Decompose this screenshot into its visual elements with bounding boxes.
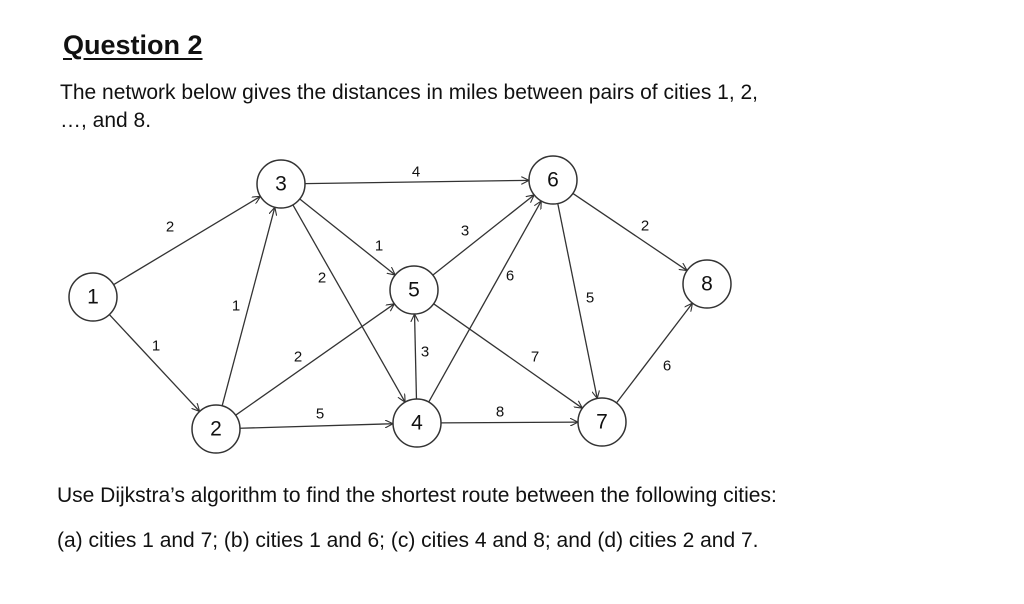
task-prompt: Use Dijkstra’s algorithm to find the sho… [57, 484, 777, 507]
edge-2-3 [221, 207, 275, 406]
node-circle-3 [256, 159, 306, 209]
node-circle-1 [68, 272, 118, 322]
node-circle-5 [389, 265, 439, 315]
node-circle-2 [191, 404, 241, 454]
edge-1-3 [113, 196, 261, 286]
edge-weight-7-8: 6 [663, 358, 671, 375]
task-parts: (a) cities 1 and 7; (b) cities 1 and 6; … [57, 529, 759, 552]
edge-weight-3-4: 2 [318, 270, 326, 287]
edge-weight-3-6: 4 [412, 164, 420, 181]
edge-1-2 [108, 314, 199, 412]
edge-5-6 [432, 195, 534, 276]
edge-4-7 [440, 422, 578, 423]
edge-weight-1-2: 1 [152, 338, 160, 355]
question-heading: Question 2 [63, 30, 203, 60]
node-label-8: 8 [701, 273, 713, 296]
edge-6-7 [557, 203, 597, 399]
nodes-layer: 1 2 3 4 5 6 7 8 [68, 155, 732, 454]
edge-2-4 [239, 424, 393, 429]
node-1: 1 [68, 272, 118, 322]
edge-3-4 [292, 204, 405, 402]
edge-4-5 [415, 314, 417, 400]
edge-3-6 [304, 180, 529, 183]
node-circle-7 [577, 397, 627, 447]
node-circle-8 [682, 259, 732, 309]
edge-weight-4-6: 6 [506, 268, 514, 285]
node-label-2: 2 [210, 418, 222, 441]
edge-weight-6-8: 2 [641, 218, 649, 235]
node-circle-4 [392, 398, 442, 448]
weights-layer: 2 1 1 4 1 2 2 5 3 3 6 7 8 5 2 6 [152, 164, 671, 423]
edge-weight-3-5: 1 [375, 238, 383, 255]
node-label-5: 5 [408, 279, 420, 302]
node-circle-6 [528, 155, 578, 205]
node-label-6: 6 [547, 169, 559, 192]
node-label-7: 7 [596, 411, 608, 434]
node-label-3: 3 [275, 173, 287, 196]
edges-layer [108, 180, 693, 429]
node-label-1: 1 [87, 286, 99, 309]
edge-weight-1-3: 2 [166, 219, 174, 236]
edge-weight-4-5: 3 [421, 344, 429, 361]
edge-weight-5-6: 3 [461, 223, 469, 240]
node-4: 4 [392, 398, 442, 448]
edge-7-8 [616, 303, 693, 404]
edge-weight-5-7: 7 [531, 349, 539, 366]
intro-text: The network below gives the distances in… [60, 81, 759, 132]
node-2: 2 [191, 404, 241, 454]
edge-weight-4-7: 8 [496, 404, 504, 421]
edge-weight-2-4: 5 [316, 406, 324, 423]
edge-4-6 [428, 201, 542, 403]
edge-6-8 [572, 192, 687, 270]
node-3: 3 [256, 159, 306, 209]
edge-5-7 [433, 303, 583, 408]
edge-2-5 [235, 304, 395, 416]
edge-weight-6-7: 5 [586, 290, 594, 307]
node-8: 8 [682, 259, 732, 309]
node-6: 6 [528, 155, 578, 205]
node-7: 7 [577, 397, 627, 447]
node-5: 5 [389, 265, 439, 315]
node-label-4: 4 [411, 412, 423, 435]
edge-weight-2-5: 2 [294, 349, 302, 366]
edge-weight-2-3: 1 [232, 298, 240, 315]
edge-3-5 [299, 198, 395, 275]
